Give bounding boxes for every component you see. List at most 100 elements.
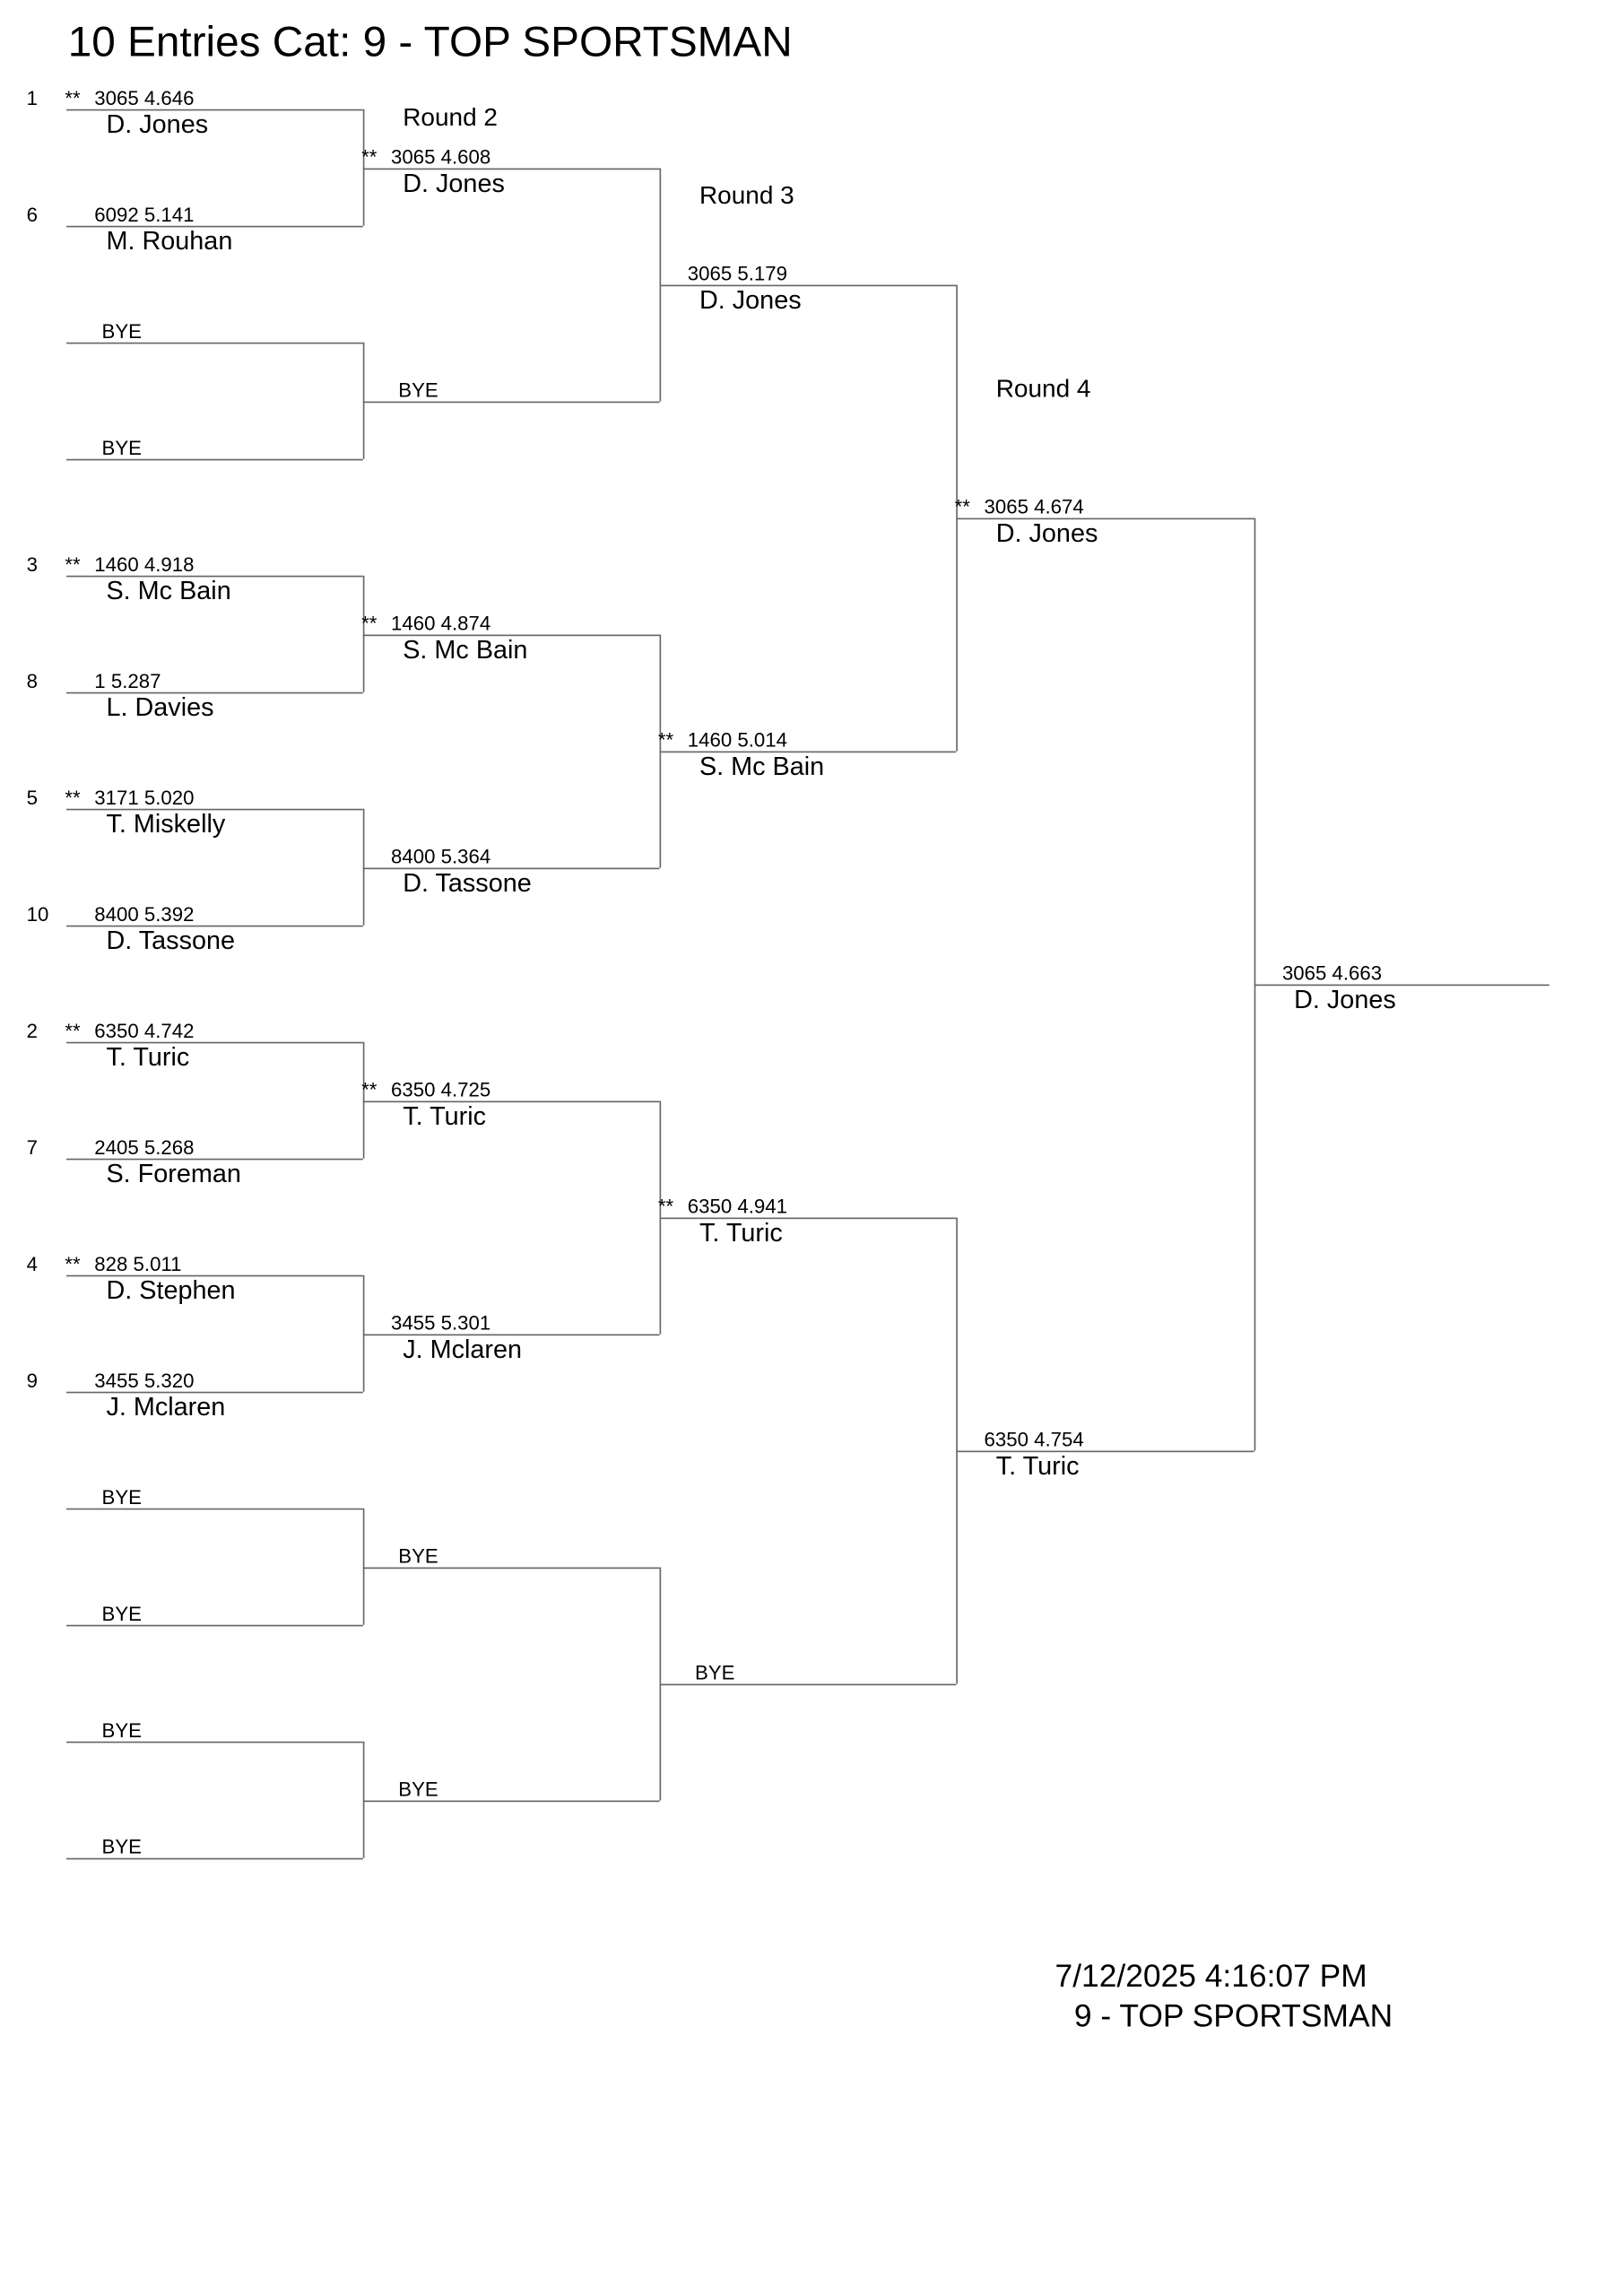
bracket-line xyxy=(362,1334,660,1336)
bye-label: BYE xyxy=(101,320,142,343)
bracket-line xyxy=(66,1391,363,1394)
qualifier-mark: ** xyxy=(65,787,81,809)
qualifier-mark: ** xyxy=(954,495,970,518)
car-et-value: 1460 4.874 xyxy=(391,612,491,635)
qualifier-mark: ** xyxy=(657,1195,674,1218)
qualifier-mark: ** xyxy=(65,1253,81,1275)
seed-number: 1 xyxy=(26,87,38,109)
car-et-value: 6350 4.941 xyxy=(687,1195,788,1218)
bracket-connector xyxy=(362,342,365,459)
racer-name: S. Foreman xyxy=(106,1158,241,1188)
qualifier-mark: ** xyxy=(65,87,81,109)
car-et-value: 3455 5.320 xyxy=(94,1370,195,1392)
print-timestamp: 7/12/2025 4:16:07 PM xyxy=(1055,1958,1367,1995)
bracket-line xyxy=(66,1624,363,1627)
car-et-value: 1460 5.014 xyxy=(687,728,788,752)
bracket-line xyxy=(66,808,363,811)
bracket-line xyxy=(659,1217,957,1220)
racer-name: S. Mc Bain xyxy=(403,634,528,665)
bracket-line xyxy=(362,1100,660,1103)
round-3-label: Round 3 xyxy=(699,181,794,210)
bracket-connector xyxy=(362,808,365,926)
bracket-line xyxy=(956,1450,1254,1453)
car-et-value: 828 5.011 xyxy=(94,1253,182,1275)
qualifier-mark: ** xyxy=(361,612,378,635)
seed-number: 9 xyxy=(26,1370,38,1392)
qualifier-mark: ** xyxy=(361,1078,378,1101)
bye-label: BYE xyxy=(101,1836,142,1858)
bracket-line xyxy=(66,1158,363,1161)
seed-number: 3 xyxy=(26,553,38,576)
qualifier-mark: ** xyxy=(657,728,674,752)
bracket-line xyxy=(66,458,363,461)
seed-number: 7 xyxy=(26,1136,38,1159)
seed-number: 4 xyxy=(26,1253,38,1275)
car-et-value: 3065 4.608 xyxy=(391,145,491,169)
bracket-connector xyxy=(362,575,365,692)
racer-name: D. Jones xyxy=(699,284,802,315)
racer-name: D. Jones xyxy=(1294,984,1396,1014)
seed-number: 8 xyxy=(26,670,38,692)
car-et-value: 8400 5.364 xyxy=(391,845,491,868)
bracket-line xyxy=(956,517,1254,520)
car-et-value: 3065 4.663 xyxy=(1281,961,1383,985)
bracket-line xyxy=(66,1857,363,1860)
qualifier-mark: ** xyxy=(65,553,81,576)
seed-number: 10 xyxy=(26,903,49,926)
car-et-value: 6350 4.742 xyxy=(94,1020,195,1042)
round-2-label: Round 2 xyxy=(403,103,498,132)
car-et-value: 3065 4.646 xyxy=(94,87,195,109)
bracket-connector xyxy=(362,1741,365,1858)
bracket-line xyxy=(66,1508,363,1510)
bracket-line xyxy=(66,1741,363,1744)
car-et-value: 3171 5.020 xyxy=(94,787,195,809)
car-et-value: 3065 5.179 xyxy=(687,262,788,285)
racer-name: D. Jones xyxy=(403,168,505,198)
bye-label: BYE xyxy=(101,1603,142,1625)
racer-name: D. Tassone xyxy=(403,867,532,898)
bracket-line xyxy=(659,284,957,287)
bye-label: BYE xyxy=(695,1661,735,1684)
bracket-connector xyxy=(362,109,365,226)
racer-name: D. Jones xyxy=(106,109,209,139)
racer-name: T. Miskelly xyxy=(106,808,226,839)
racer-name: T. Turic xyxy=(995,1450,1080,1481)
racer-name: S. Mc Bain xyxy=(106,575,231,605)
car-et-value: 6092 5.141 xyxy=(94,204,195,226)
bracket-connector xyxy=(362,1508,365,1625)
bye-label: BYE xyxy=(101,1719,142,1742)
bye-label: BYE xyxy=(398,378,438,402)
bracket-line xyxy=(659,751,957,753)
car-et-value: 3455 5.301 xyxy=(391,1311,491,1335)
qualifier-mark: ** xyxy=(361,145,378,169)
racer-name: L. Davies xyxy=(106,691,214,722)
bye-label: BYE xyxy=(101,1486,142,1509)
bracket-line xyxy=(66,1274,363,1277)
bracket-line xyxy=(66,225,363,228)
footer-category: 9 - TOP SPORTSMAN xyxy=(1073,1998,1393,2034)
bye-label: BYE xyxy=(398,1544,438,1568)
bracket-line xyxy=(362,867,660,870)
bracket-line xyxy=(362,1567,660,1570)
bracket-line xyxy=(66,925,363,927)
car-et-value: 3065 4.674 xyxy=(984,495,1084,518)
seed-number: 6 xyxy=(26,204,38,226)
racer-name: S. Mc Bain xyxy=(699,751,825,781)
bracket-line xyxy=(362,168,660,170)
bracket-line xyxy=(66,1041,363,1044)
racer-name: T. Turic xyxy=(106,1041,190,1072)
bye-label: BYE xyxy=(101,437,142,459)
racer-name: J. Mclaren xyxy=(106,1391,226,1422)
bracket-connector xyxy=(362,1274,365,1392)
bracket-line xyxy=(66,109,363,111)
seed-number: 5 xyxy=(26,787,38,809)
bracket-line xyxy=(362,634,660,637)
bracket-line xyxy=(1254,984,1549,987)
seed-number: 2 xyxy=(26,1020,38,1042)
car-et-value: 8400 5.392 xyxy=(94,903,195,926)
bracket-connector xyxy=(956,284,958,752)
car-et-value: 6350 4.725 xyxy=(391,1078,491,1101)
racer-name: T. Turic xyxy=(403,1100,487,1131)
round-4-label: Round 4 xyxy=(995,374,1091,404)
bye-label: BYE xyxy=(398,1778,438,1801)
